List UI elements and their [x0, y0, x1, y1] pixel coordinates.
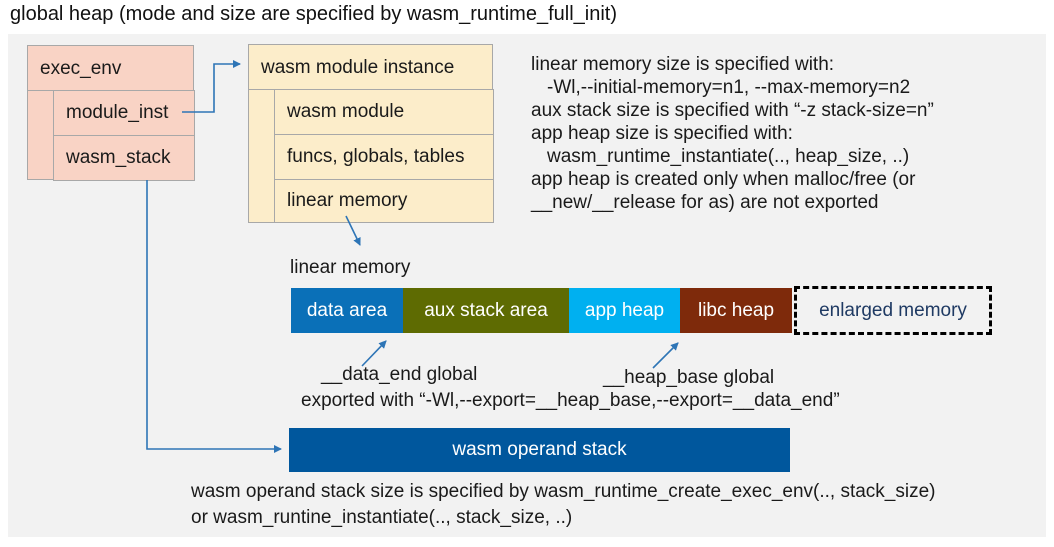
operand-stack-notes: wasm operand stack size is specified by …: [191, 479, 936, 531]
linear-memory-label: linear memory: [290, 257, 411, 278]
note-line: aux stack size is specified with “-z sta…: [531, 100, 934, 121]
wasm-operand-stack-bar: wasm operand stack: [289, 428, 790, 472]
segment-app-heap: app heap: [569, 288, 680, 333]
note-line: wasm_runtime_instantiate(.., heap_size, …: [547, 146, 910, 167]
module-instance-box: wasm module instance wasm module funcs, …: [248, 44, 494, 223]
footer-line: or wasm_runtine_instantiate(.., stack_si…: [191, 507, 573, 528]
note-line: app heap is created only when malloc/fre…: [531, 169, 916, 190]
exec-env-header: exec_env: [28, 46, 193, 91]
diagram-title: global heap (mode and size are specified…: [10, 3, 617, 25]
segment-aux-stack-area: aux stack area: [403, 288, 569, 333]
module-instance-row-wasm-module: wasm module: [274, 89, 494, 135]
heap-base-global-label: __heap_base global: [603, 367, 775, 388]
note-line: __new/__release for as) are not exported: [531, 192, 879, 213]
module-instance-row-funcs-globals-tables: funcs, globals, tables: [274, 134, 494, 180]
exec-env-row-module-inst: module_inst: [53, 90, 195, 136]
footer-line: wasm operand stack size is specified by …: [191, 481, 936, 502]
memory-size-notes: linear memory size is specified with: -W…: [531, 53, 1046, 214]
data-end-global-label: __data_end global: [321, 364, 478, 385]
export-flags-label: exported with “-Wl,--export=__heap_base,…: [301, 390, 840, 411]
segment-enlarged-memory: enlarged memory: [794, 286, 992, 335]
exec-env-box: exec_env module_inst wasm_stack: [27, 45, 195, 181]
segment-data-area: data area: [291, 288, 403, 333]
module-instance-row-linear-memory: linear memory: [274, 179, 494, 223]
exec-env-row-wasm-stack: wasm_stack: [53, 135, 195, 181]
note-line: -Wl,--initial-memory=n1, --max-memory=n2: [547, 77, 911, 98]
note-line: linear memory size is specified with:: [531, 54, 835, 75]
segment-libc-heap: libc heap: [680, 288, 792, 333]
module-instance-header: wasm module instance: [249, 45, 492, 90]
note-line: app heap size is specified with:: [531, 123, 793, 144]
